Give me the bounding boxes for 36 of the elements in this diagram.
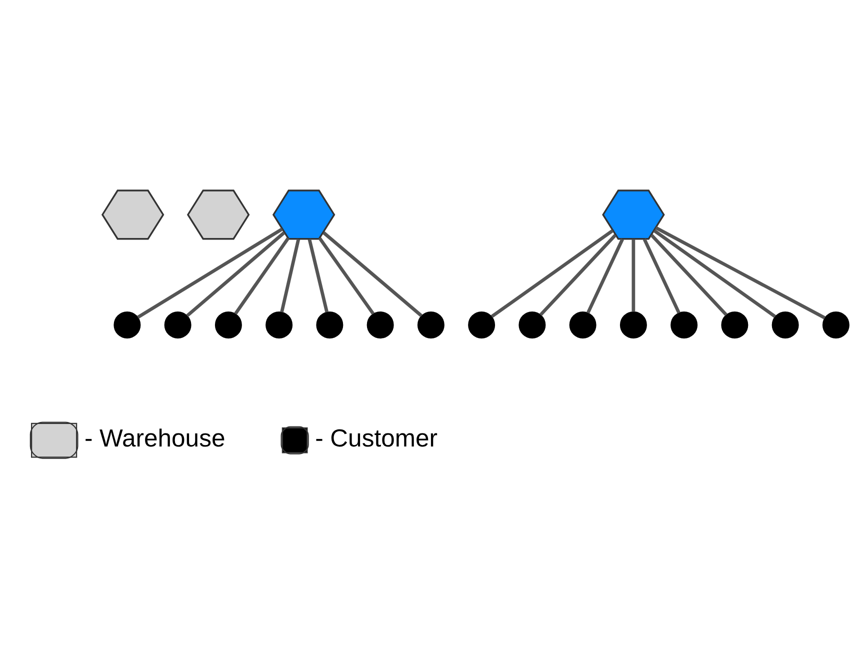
node-circle — [822, 310, 849, 338]
node-circle — [164, 310, 191, 338]
connector — [307, 238, 328, 312]
node-circle — [518, 310, 546, 338]
node-circle — [265, 310, 292, 338]
legend-label: - Customer — [314, 425, 437, 452]
connector — [318, 236, 374, 314]
node-circle — [568, 310, 596, 338]
connector — [652, 228, 776, 318]
connector — [642, 238, 680, 314]
connector — [631, 238, 635, 312]
node-circle — [366, 310, 394, 338]
node-circle — [468, 310, 495, 338]
node-hexagon — [272, 189, 335, 240]
connector — [280, 238, 300, 312]
node-circle — [670, 310, 698, 338]
connector — [538, 233, 616, 316]
node-circle — [316, 310, 343, 338]
node-hexagon — [186, 189, 250, 240]
node-circle — [113, 310, 140, 338]
connector — [586, 238, 624, 314]
node-hexagon — [602, 189, 664, 240]
connector — [234, 236, 290, 314]
node-hexagon — [100, 189, 164, 240]
node-circle — [720, 310, 748, 338]
connector — [654, 226, 826, 319]
connector — [322, 230, 422, 317]
connector — [490, 228, 614, 318]
node-circle — [619, 310, 646, 338]
connector — [136, 227, 283, 318]
connector — [186, 230, 285, 317]
node-circle — [771, 310, 798, 338]
node-circle — [214, 310, 242, 338]
connector — [650, 233, 728, 316]
legend-label: - Warehouse — [84, 425, 225, 452]
node-circle — [416, 310, 444, 338]
